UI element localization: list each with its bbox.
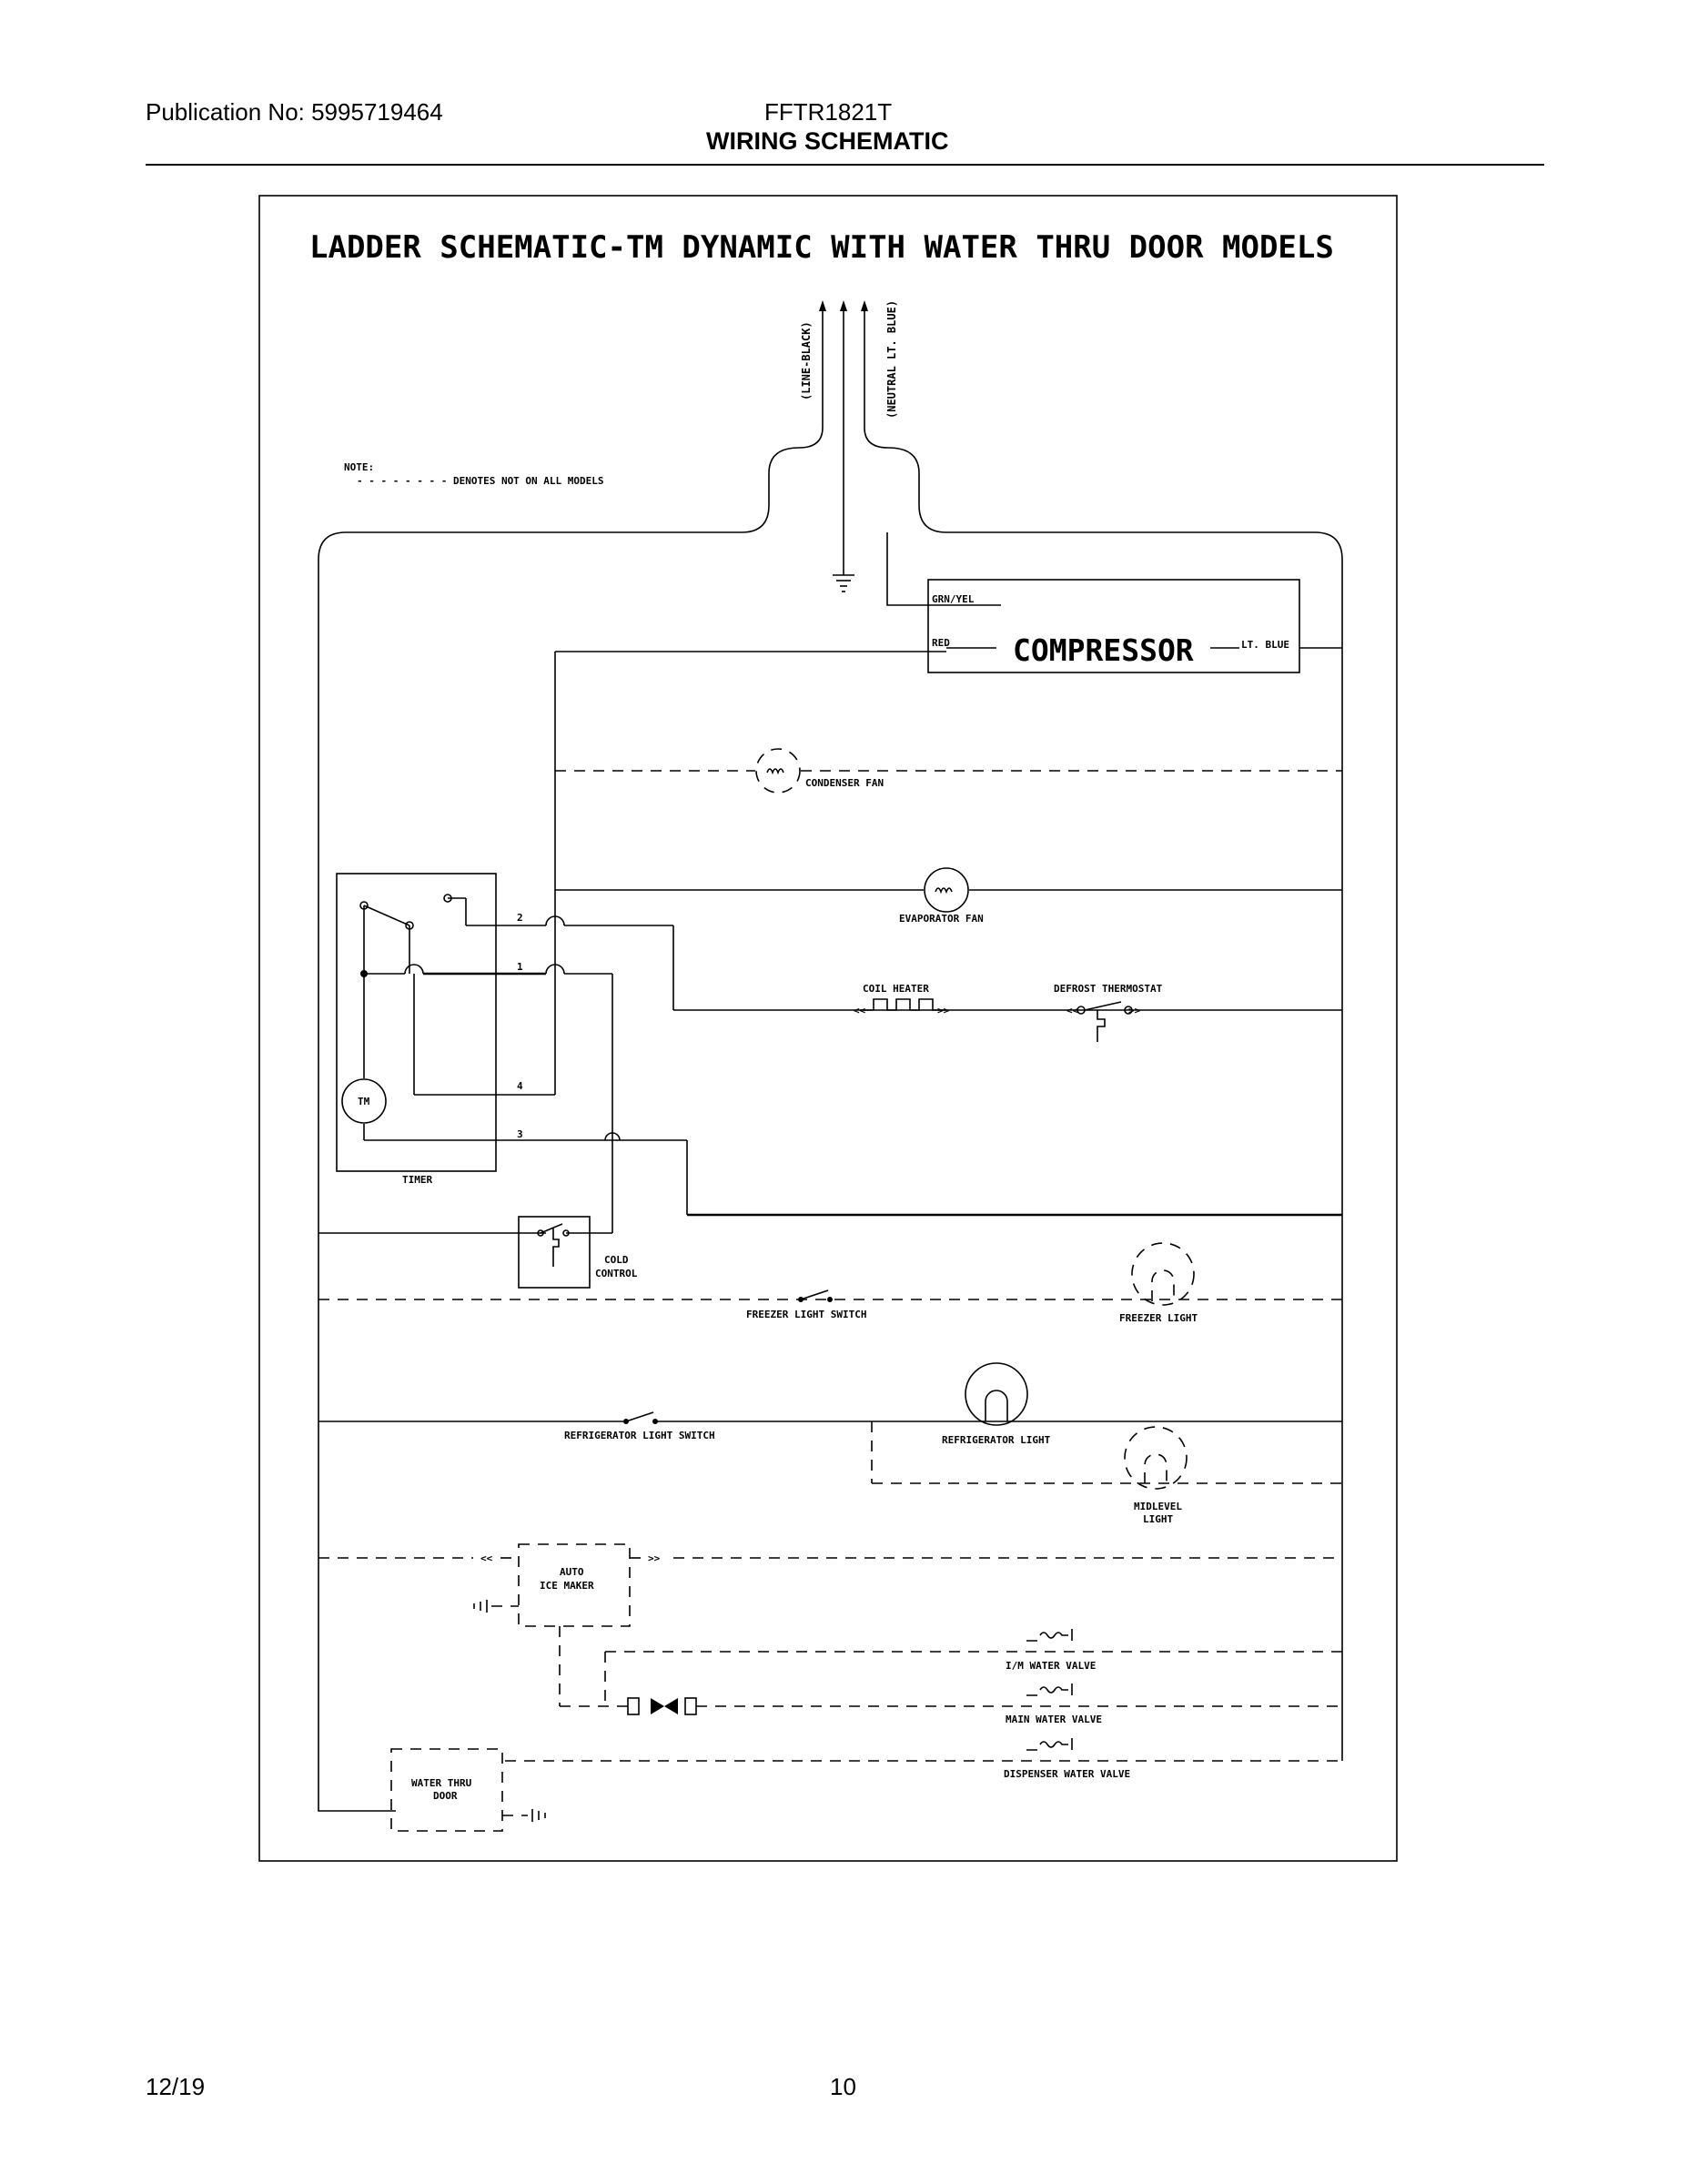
auto-ice-maker: << >> xyxy=(318,1543,1342,1706)
cold-control xyxy=(318,1216,612,1289)
defrost-timer xyxy=(336,873,1342,1233)
compressor-lt-blue-wire: LT. BLUE xyxy=(1241,639,1289,651)
svg-text:>>: >> xyxy=(648,1552,661,1564)
cold-control-label-line1: COLD xyxy=(604,1254,629,1266)
main-water-valve-label: MAIN WATER VALVE xyxy=(1006,1714,1102,1725)
svg-text:>>: >> xyxy=(1128,1005,1141,1016)
refrigerator-light-circuit xyxy=(318,1362,1342,1490)
svg-text:<<: << xyxy=(1066,1005,1079,1016)
timer-terminal-3: 3 xyxy=(517,1128,523,1140)
footer-page-number: 10 xyxy=(830,2073,856,2100)
auto-ice-maker-label-line2: ICE MAKER xyxy=(540,1580,594,1592)
water-thru-door-label-line1: WATER THRU xyxy=(411,1777,472,1789)
water-thru-door xyxy=(390,1748,546,1832)
midlevel-light-label-line1: MIDLEVEL xyxy=(1134,1501,1182,1512)
line-neutral-leads xyxy=(318,300,1343,1812)
footer-date: 12/19 xyxy=(146,2073,206,2100)
timer-terminal-4: 4 xyxy=(517,1080,523,1092)
refrigerator-light-label: REFRIGERATOR LIGHT xyxy=(942,1434,1051,1446)
timer-terminal-1: 1 xyxy=(517,961,523,973)
condenser-fan-label: CONDENSER FAN xyxy=(805,777,884,789)
svg-text:<<: << xyxy=(854,1005,866,1016)
midlevel-light-label-line2: LIGHT xyxy=(1143,1513,1173,1525)
compressor-grn-yel-wire: GRN/YEL xyxy=(932,593,975,605)
timer-terminal-2: 2 xyxy=(517,912,523,924)
freezer-light-label: FREEZER LIGHT xyxy=(1119,1312,1198,1324)
compressor-red-wire: RED xyxy=(932,637,950,649)
condenser-fan xyxy=(555,748,1342,794)
water-thru-door-label-line2: DOOR xyxy=(433,1790,458,1802)
note-title: NOTE: xyxy=(344,461,374,473)
compressor xyxy=(886,532,1342,673)
svg-text:>>: >> xyxy=(937,1005,950,1016)
note-text: - - - - - - - - DENOTES NOT ON ALL MODEL… xyxy=(357,475,604,487)
header-rule xyxy=(146,164,1544,166)
compressor-label: COMPRESSOR xyxy=(1013,632,1194,668)
neutral-lt-blue-label: (NEUTRAL LT. BLUE) xyxy=(885,300,898,419)
svg-text:<<: << xyxy=(480,1552,493,1564)
evaporator-fan-label: EVAPORATOR FAN xyxy=(899,913,984,925)
coil-heater: << >> xyxy=(854,998,950,1016)
freezer-light-circuit xyxy=(318,1242,1342,1306)
timer-motor-label: TM xyxy=(358,1096,370,1107)
refrigerator-light-switch-label: REFRIGERATOR LIGHT SWITCH xyxy=(564,1430,715,1441)
page-title: WIRING SCHEMATIC xyxy=(706,127,949,155)
cold-control-label-line2: CONTROL xyxy=(595,1268,638,1279)
evaporator-fan xyxy=(555,867,1342,913)
freezer-light-switch-label: FREEZER LIGHT SWITCH xyxy=(746,1309,866,1320)
line-black-label: (LINE-BLACK) xyxy=(800,321,813,400)
dispenser-water-valve-label: DISPENSER WATER VALVE xyxy=(1004,1768,1130,1780)
defrost-thermostat-label: DEFROST THERMOSTAT xyxy=(1054,983,1163,995)
coil-heater-label: COIL HEATER xyxy=(863,983,929,995)
ground-symbol xyxy=(833,562,854,592)
schematic-frame xyxy=(258,195,1398,1862)
water-valves xyxy=(505,1629,1342,1762)
timer-label: TIMER xyxy=(402,1174,432,1186)
publication-number: Publication No: 5995719464 xyxy=(146,98,443,126)
im-water-valve-label: I/M WATER VALVE xyxy=(1006,1660,1096,1672)
auto-ice-maker-label-line1: AUTO xyxy=(560,1566,584,1578)
defrost-thermostat: << >> xyxy=(1066,1001,1141,1042)
model-number: FFTR1821T xyxy=(764,98,893,126)
schematic-title: LADDER SCHEMATIC-TM DYNAMIC WITH WATER T… xyxy=(309,229,1334,266)
